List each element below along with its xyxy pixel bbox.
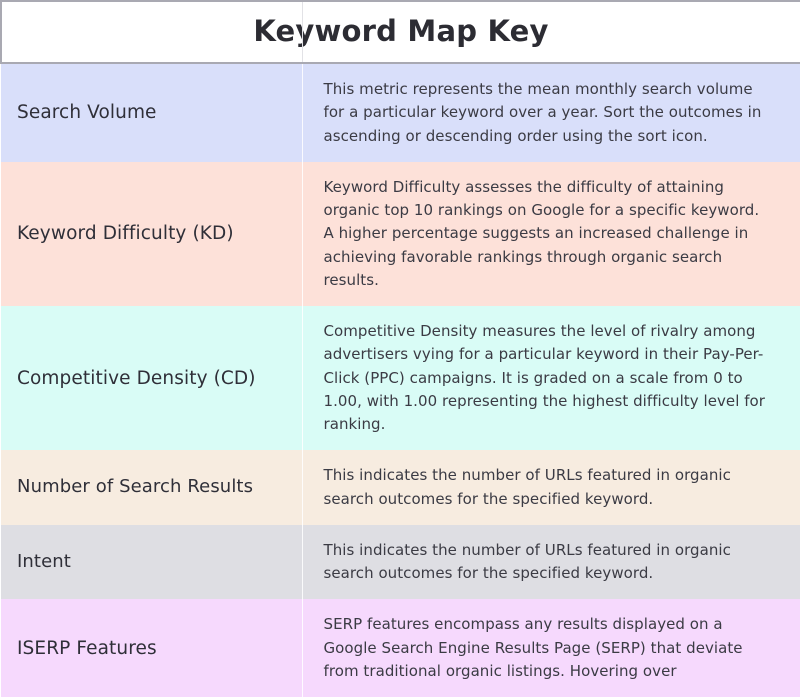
description-cell-iserp-features: SERP features encompass any results disp… (302, 599, 800, 697)
table-row: Competitive Density (CD) Competitive Den… (1, 306, 800, 451)
description-text: Competitive Density measures the level o… (323, 322, 765, 433)
description-text: This indicates the number of URLs featur… (323, 466, 731, 508)
page-title: Keyword Map Key (253, 14, 549, 49)
description-text: This metric represents the mean monthly … (323, 80, 762, 145)
table-row: Number of Search Results This indicates … (1, 450, 800, 525)
term-label: Number of Search Results (17, 476, 254, 498)
table-row: Intent This indicates the number of URLs… (1, 524, 800, 600)
term-cell-search-volume: Search Volume (1, 63, 303, 162)
term-label: Intent (17, 550, 71, 572)
header-column-divider (302, 2, 303, 62)
description-cell-intent: This indicates the number of URLs featur… (302, 524, 800, 600)
description-cell-keyword-difficulty: Keyword Difficulty assesses the difficul… (302, 161, 800, 306)
table-row: Search Volume This metric represents the… (1, 63, 800, 162)
description-cell-competitive-density: Competitive Density measures the level o… (302, 306, 800, 451)
term-cell-keyword-difficulty: Keyword Difficulty (KD) (1, 161, 303, 306)
description-text: This indicates the number of URLs featur… (323, 540, 731, 582)
term-cell-number-of-search-results: Number of Search Results (1, 450, 303, 525)
description-text: SERP features encompass any results disp… (323, 615, 743, 680)
table-header-cell: Keyword Map Key (0, 0, 800, 64)
term-label: Competitive Density (CD) (17, 367, 256, 389)
term-cell-iserp-features: ISERP Features (1, 599, 303, 697)
table-header-row: Keyword Map Key (0, 0, 800, 64)
table-row: Keyword Difficulty (KD) Keyword Difficul… (1, 161, 800, 306)
term-cell-intent: Intent (1, 524, 303, 600)
table-row: ISERP Features SERP features encompass a… (1, 599, 800, 697)
term-label: ISERP Features (17, 637, 157, 659)
term-label: Keyword Difficulty (KD) (17, 223, 234, 245)
description-text: Keyword Difficulty assesses the difficul… (323, 177, 760, 289)
description-cell-number-of-search-results: This indicates the number of URLs featur… (302, 450, 800, 525)
term-cell-competitive-density: Competitive Density (CD) (1, 306, 303, 451)
term-label: Search Volume (17, 102, 157, 124)
description-cell-search-volume: This metric represents the mean monthly … (302, 63, 800, 162)
